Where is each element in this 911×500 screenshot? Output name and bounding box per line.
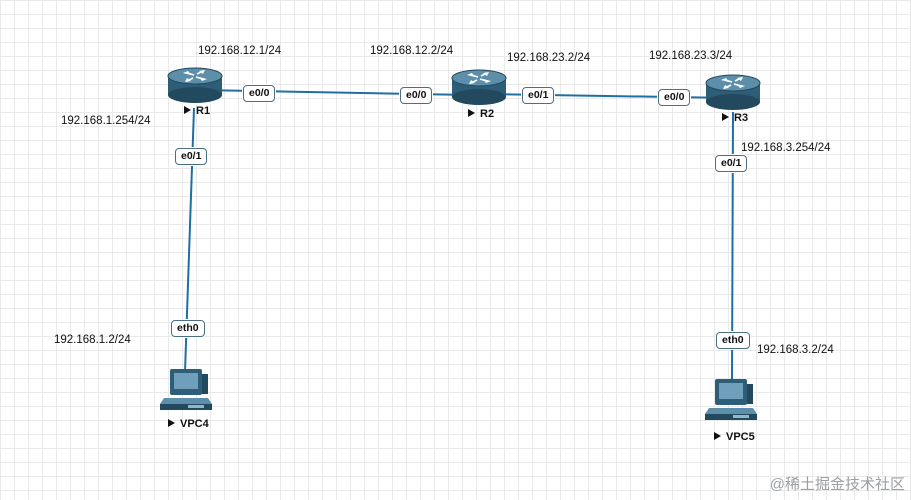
ip-r1-e01: 192.168.1.254/24 (61, 115, 151, 127)
ip-r2-e01: 192.168.23.2/24 (507, 52, 591, 64)
iface-r1-e00[interactable]: e0/0 (243, 85, 276, 102)
iface-vpc5-eth0[interactable]: eth0 (716, 332, 750, 349)
ip-r1-e00: 192.168.12.1/24 (198, 45, 282, 57)
pc-icon (160, 369, 212, 410)
router-r2[interactable] (450, 67, 508, 107)
iface-vpc4-eth0[interactable]: eth0 (171, 320, 205, 337)
play-icon (168, 419, 175, 427)
ip-vpc4: 192.168.1.2/24 (54, 334, 131, 346)
router-r3-label: R3 (722, 112, 748, 125)
device-name: R1 (196, 105, 211, 117)
device-name: R3 (734, 112, 749, 124)
ip-r2-e00: 192.168.12.2/24 (370, 45, 454, 57)
watermark: @稀土掘金技术社区 (769, 476, 905, 493)
vpc5[interactable] (705, 378, 759, 424)
ip-r3-e00: 192.168.23.3/24 (649, 50, 733, 62)
iface-r2-e01[interactable]: e0/1 (522, 87, 555, 104)
iface-r2-e00[interactable]: e0/0 (400, 87, 433, 104)
iface-r3-e00[interactable]: e0/0 (658, 89, 691, 106)
vpc5-label: VPC5 (714, 431, 755, 444)
ip-vpc5: 192.168.3.2/24 (757, 344, 834, 356)
vpc4[interactable] (160, 368, 214, 414)
play-icon (722, 113, 729, 121)
iface-r1-e01[interactable]: e0/1 (175, 148, 208, 165)
play-icon (714, 432, 721, 440)
iface-r3-e01[interactable]: e0/1 (715, 155, 748, 172)
router-r1-label: R1 (184, 105, 210, 118)
ip-r3-e01: 192.168.3.254/24 (741, 142, 831, 154)
router-r1[interactable] (166, 65, 224, 105)
play-icon (184, 106, 191, 114)
router-icon (167, 67, 223, 103)
router-icon (705, 74, 761, 110)
pc-icon (705, 379, 757, 420)
router-icon (451, 69, 507, 105)
router-r3[interactable] (704, 72, 762, 112)
device-name: VPC4 (180, 418, 209, 430)
router-r2-label: R2 (468, 108, 494, 121)
device-name: R2 (480, 108, 495, 120)
play-icon (468, 109, 475, 117)
vpc4-label: VPC4 (168, 418, 209, 431)
device-name: VPC5 (726, 431, 755, 443)
